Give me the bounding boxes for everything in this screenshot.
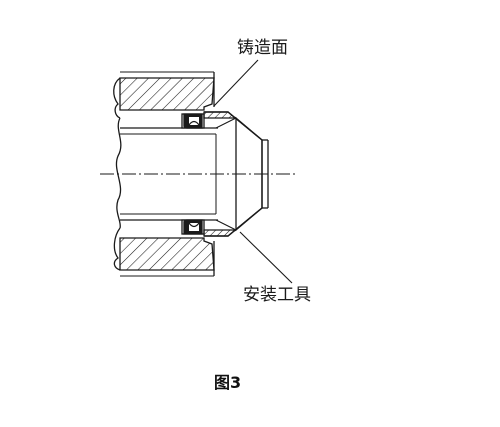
label-casting-surface: 铸造面 bbox=[237, 38, 288, 58]
housing-upper-break bbox=[113, 77, 121, 119]
housing-upper-section bbox=[119, 77, 215, 111]
housing-lower-break bbox=[113, 227, 121, 271]
seal-upper bbox=[181, 113, 205, 129]
shaft-break-line bbox=[115, 117, 122, 229]
label-install-tool: 安装工具 bbox=[243, 285, 311, 305]
housing-lower-section bbox=[119, 237, 215, 271]
leader-install-tool bbox=[239, 231, 293, 284]
leader-casting-surface bbox=[213, 59, 259, 107]
seal-lower bbox=[181, 219, 205, 235]
figure-caption: 图3 bbox=[214, 373, 242, 392]
